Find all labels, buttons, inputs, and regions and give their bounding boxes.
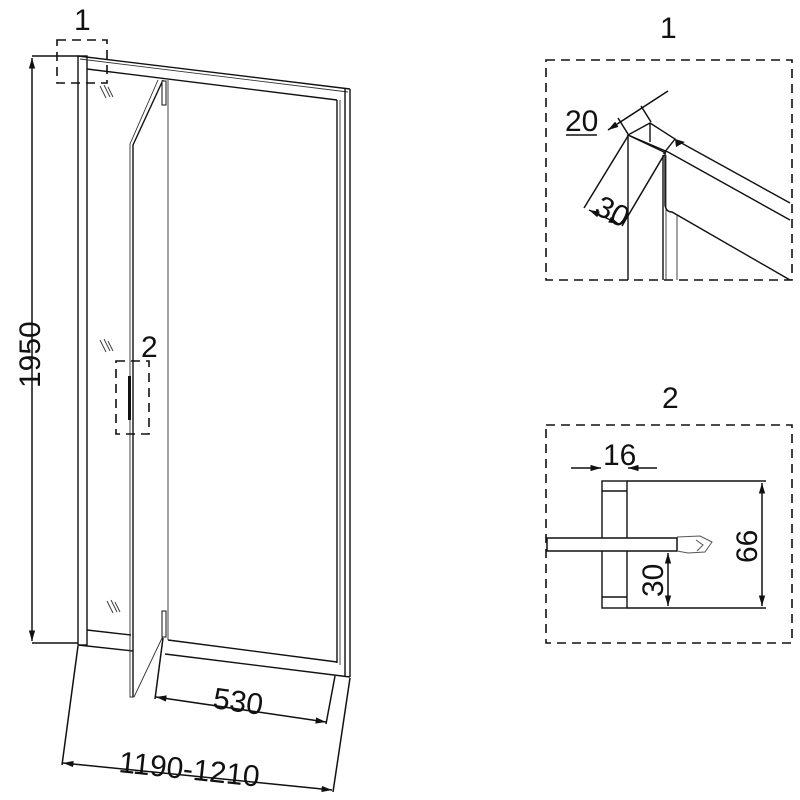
detail2-height-label: 66 [731, 530, 764, 563]
left-wall-profile [77, 55, 88, 646]
door-width-label: 530 [211, 682, 265, 722]
detail1-frame [545, 59, 793, 281]
door-handle [128, 376, 131, 420]
detail1-width-label: 20 [565, 105, 598, 138]
detail2-seal-label: 30 [637, 564, 670, 597]
detail-2-handle-seal: 2 16 66 30 [545, 382, 793, 644]
detail2-title: 2 [662, 382, 679, 415]
detail2-callout-box [115, 360, 150, 435]
detail2-frame [545, 424, 793, 644]
pivot-door [128, 79, 167, 698]
bottom-threshold [77, 629, 351, 678]
right-wall-profile [336, 89, 351, 677]
height-dimension: 1950 [14, 55, 78, 644]
shower-enclosure-main-view: 1950 [14, 4, 351, 794]
door-width-dimension: 530 [154, 637, 336, 725]
detail2-callout-label: 2 [141, 331, 158, 364]
bottom-hinge [161, 610, 167, 638]
top-hinge [161, 80, 167, 106]
detail1-callout-label: 1 [74, 4, 91, 37]
height-label: 1950 [14, 321, 47, 388]
glass-panel-section [546, 537, 678, 552]
detail2-width-label: 16 [603, 439, 636, 472]
total-width-label: 1190-1210 [117, 746, 261, 794]
top-rail [77, 55, 351, 101]
glass-reflection-marks [99, 84, 121, 614]
detail1-title: 1 [660, 12, 677, 45]
detail-1-top-corner: 1 20 30 [545, 12, 793, 281]
